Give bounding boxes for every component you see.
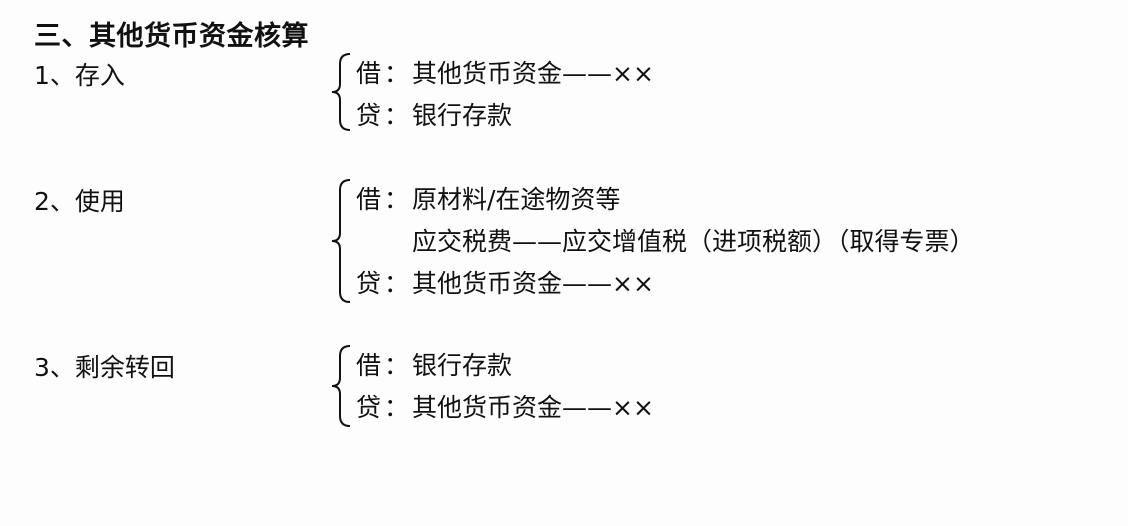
account-text: 原材料/在途物资等 (412, 185, 621, 214)
item-label-usage: 2、使用 (34, 187, 125, 216)
account-text: 其他货币资金——×× (412, 59, 654, 88)
item-label-return: 3、剩余转回 (34, 353, 175, 382)
curly-brace-icon (330, 52, 354, 132)
debit-line: 借：原材料/在途物资等 (356, 180, 620, 216)
colon: ： (384, 269, 410, 298)
credit-line: 贷：其他货币资金——×× (356, 264, 654, 300)
debit-line: 借：其他货币资金——×× (356, 54, 654, 90)
debit-line: 借：银行存款 (356, 346, 512, 382)
debit-marker: 借 (356, 185, 382, 214)
account-text: 应交税费——应交增值税（进项税额）（取得专票） (412, 227, 975, 256)
colon: ： (384, 393, 410, 422)
credit-marker: 贷 (356, 269, 382, 298)
account-text: 其他货币资金——×× (412, 269, 654, 298)
credit-marker: 贷 (356, 393, 382, 422)
account-text: 银行存款 (412, 351, 513, 380)
account-text: 银行存款 (412, 101, 513, 130)
colon: ： (384, 101, 410, 130)
colon: ： (384, 59, 410, 88)
account-text: 其他货币资金——×× (412, 393, 654, 422)
debit-line-tax: 应交税费——应交增值税（进项税额）（取得专票） (412, 222, 975, 258)
curly-brace-icon (330, 178, 354, 304)
debit-marker: 借 (356, 351, 382, 380)
section-title: 三、其他货币资金核算 (34, 21, 309, 52)
debit-marker: 借 (356, 59, 382, 88)
curly-brace-icon (330, 344, 354, 428)
item-label-deposit: 1、存入 (34, 61, 125, 90)
credit-line: 贷：银行存款 (356, 96, 512, 132)
colon: ： (384, 351, 410, 380)
colon: ： (384, 185, 410, 214)
credit-marker: 贷 (356, 101, 382, 130)
credit-line: 贷：其他货币资金——×× (356, 388, 654, 424)
